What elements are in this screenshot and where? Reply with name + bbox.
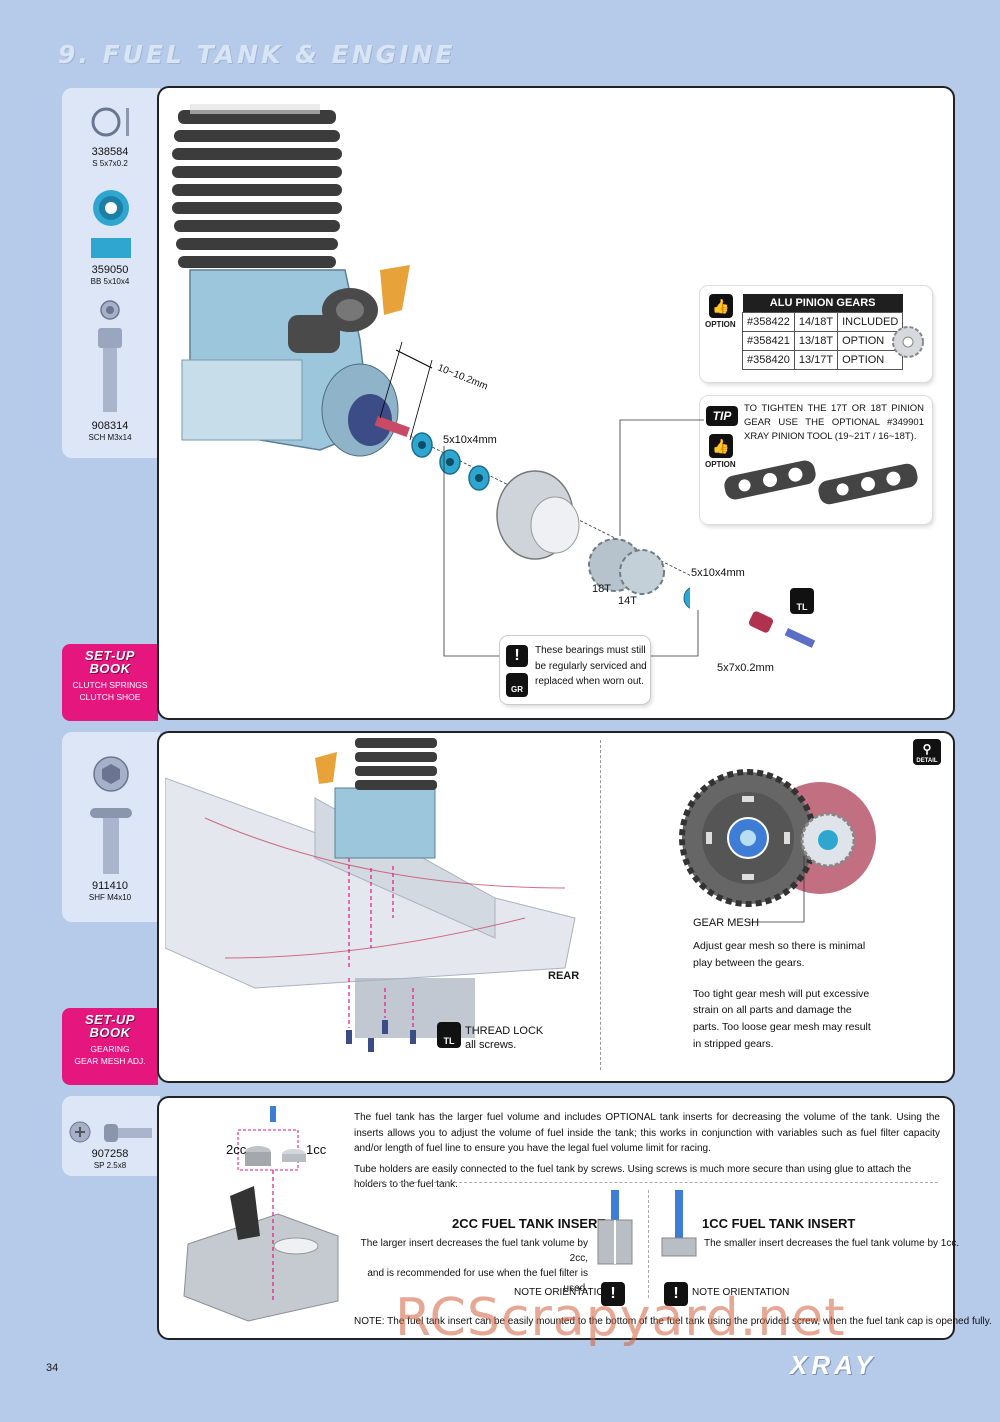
thread-lock-note: THREAD LOCK all screws.	[465, 1025, 544, 1052]
tip-box	[700, 396, 932, 524]
1cc-insert-text: The smaller insert decreases the fuel ta…	[704, 1238, 960, 1249]
2cc-insert-icon	[597, 1190, 633, 1265]
insert-divider	[648, 1190, 649, 1298]
flat-head-screw-icon	[90, 756, 132, 874]
warning-leader-line	[443, 446, 699, 657]
tip-badge: TIP	[706, 406, 738, 426]
pan-screw-icon	[69, 1121, 152, 1143]
tube-holder-text: Tube holders are easily connected to the…	[354, 1164, 912, 1190]
2cc-insert-text: The larger insert decreases the fuel tan…	[360, 1238, 588, 1294]
exclamation-icon: !	[506, 645, 528, 667]
tip-leader-line	[619, 419, 704, 536]
tip-text: TO TIGHTEN THE 17T OR 18T PINION GEAR US…	[744, 403, 924, 442]
setup-book-badge-2[interactable]: SET-UP BOOK GEARING GEAR MESH ADJ.	[62, 1008, 158, 1085]
2cc-label: 2cc	[226, 1142, 247, 1157]
1cc-insert-icon	[661, 1190, 697, 1257]
rear-label: REAR	[548, 970, 580, 982]
exclamation-icon: !	[664, 1282, 688, 1306]
shim-size-label: 5x7x0.2mm	[717, 662, 774, 674]
pinion-tool-icon	[724, 460, 918, 505]
engine-illustration	[172, 104, 690, 609]
1cc-note-orientation: NOTE ORIENTATION	[692, 1287, 790, 1298]
ball-bearing-icon	[91, 190, 131, 258]
fuel-tank-intro: The fuel tank has the larger fuel volume…	[354, 1112, 940, 1154]
pinion-gear-icon	[892, 326, 924, 358]
brand-logo: XRAY	[790, 1350, 877, 1380]
gear-18t-label: 18T	[592, 583, 611, 595]
watermark: RCScrapyard.net	[395, 1288, 846, 1348]
1cc-insert-title: 1CC FUEL TANK INSERT	[702, 1216, 856, 1231]
thumbs-up-icon: 👍	[709, 294, 733, 318]
text-divider	[354, 1182, 938, 1183]
gear-14t-label: 14T	[618, 595, 637, 607]
detail-zoom-icon: ⚲	[913, 739, 941, 765]
setup-book-badge-1[interactable]: SET-UP BOOK CLUTCH SPRINGS CLUTCH SHOE	[62, 644, 158, 721]
thumbs-up-icon: 👍	[709, 434, 733, 458]
gear-mesh-illustration	[679, 769, 876, 923]
2cc-note-orientation: NOTE ORIENTATION	[514, 1287, 612, 1298]
detail-label: DETAIL	[916, 758, 938, 764]
warning-text: These bearings must still be regularly s…	[535, 645, 647, 687]
bearing-size-label-right: 5x10x4mm	[691, 567, 745, 579]
1cc-label: 1cc	[306, 1142, 327, 1157]
section-divider	[600, 740, 601, 1070]
chassis-illustration	[165, 738, 576, 1052]
page-number: 34	[46, 1362, 59, 1374]
gear-mesh-text: Adjust gear mesh so there is minimal pla…	[693, 940, 871, 1050]
fuel-tank-note: NOTE: The fuel tank insert can be easily…	[354, 1316, 992, 1327]
option-label: OPTION	[705, 320, 736, 329]
bearing-size-label-top: 5x10x4mm	[443, 434, 497, 446]
shim-icon	[91, 107, 129, 137]
option-label: OPTION	[705, 460, 736, 469]
exclamation-icon: !	[601, 1282, 625, 1306]
thread-lock-icon: TL	[437, 1022, 461, 1048]
grease-icon: GR	[506, 673, 528, 697]
hardware-illustration	[748, 611, 816, 648]
pinion-table-header: ALU PINION GEARS	[742, 294, 903, 313]
page-title: 9. FUEL TANK & ENGINE	[58, 40, 456, 69]
2cc-insert-title: 2CC FUEL TANK INSERT	[452, 1216, 606, 1231]
thread-lock-icon: TL	[790, 588, 814, 614]
gear-mesh-label: GEAR MESH	[693, 917, 760, 929]
cap-screw-icon	[98, 300, 122, 412]
fuel-tank-illustration	[183, 1106, 339, 1322]
